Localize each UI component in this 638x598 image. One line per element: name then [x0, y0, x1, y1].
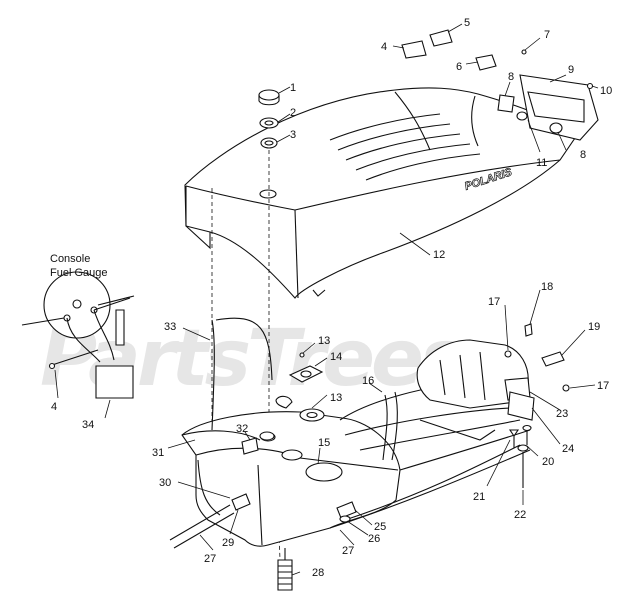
callout-33: 33: [164, 321, 176, 333]
callout-32: 32: [236, 423, 248, 435]
handle-plates: [401, 29, 497, 71]
callout-2: 2: [290, 107, 296, 119]
callout-30: 30: [159, 477, 171, 489]
callout-labels: 1 2 3 4 4 5 6 7 8 8 9 10 11 12 13 13 14 …: [51, 17, 612, 579]
hardware: [299, 323, 570, 488]
rear-box: [416, 339, 535, 421]
callout-27-left: 27: [204, 553, 216, 565]
callout-5: 5: [464, 17, 470, 29]
console-fuel-gauge: [21, 271, 135, 399]
callout-6: 6: [456, 61, 462, 73]
callout-27-right: 27: [342, 545, 354, 557]
callout-3: 3: [290, 129, 296, 141]
fuel-cap-parts: [258, 89, 280, 149]
callout-22: 22: [514, 509, 526, 521]
callout-1: 1: [290, 82, 296, 94]
callout-4: 4: [381, 41, 387, 53]
callout-20: 20: [542, 456, 554, 468]
callout-23: 23: [556, 408, 568, 420]
gauge-caption-line2: Fuel Gauge: [50, 267, 107, 279]
gauge-caption-line1: Console: [50, 253, 90, 265]
tail-light: [497, 49, 599, 141]
fuel-neck: [241, 431, 275, 455]
callout-25: 25: [374, 521, 386, 533]
sending-unit: [275, 365, 325, 422]
callout-29: 29: [222, 537, 234, 549]
callout-34: 34: [82, 419, 94, 431]
callout-15: 15: [318, 437, 330, 449]
callout-9: 9: [568, 64, 574, 76]
callout-12: 12: [433, 249, 445, 261]
seat-assembly: POLARIS: [184, 87, 576, 299]
callout-19: 19: [588, 321, 600, 333]
callout-4-gauge: 4: [51, 401, 57, 413]
callout-11: 11: [536, 157, 547, 169]
fuel-lines: [169, 317, 357, 549]
callout-28: 28: [312, 567, 324, 579]
callout-26: 26: [368, 533, 380, 545]
callout-24: 24: [562, 443, 574, 455]
callout-31: 31: [152, 447, 164, 459]
callout-10: 10: [600, 85, 612, 97]
callout-14: 14: [330, 351, 342, 363]
callout-21: 21: [473, 491, 485, 503]
fuel-filter: [277, 548, 293, 591]
callout-7: 7: [544, 29, 550, 41]
callout-8-lower: 8: [580, 149, 586, 161]
callout-16: 16: [362, 375, 374, 387]
callout-8-upper: 8: [508, 71, 514, 83]
callout-17-upper: 17: [488, 296, 500, 308]
callout-18: 18: [541, 281, 553, 293]
callout-17-lower: 17: [597, 380, 609, 392]
callout-13-upper: 13: [318, 335, 330, 347]
leader-lines: [54, 23, 599, 576]
fuel-tank: [181, 411, 401, 547]
callout-13-lower: 13: [330, 392, 342, 404]
